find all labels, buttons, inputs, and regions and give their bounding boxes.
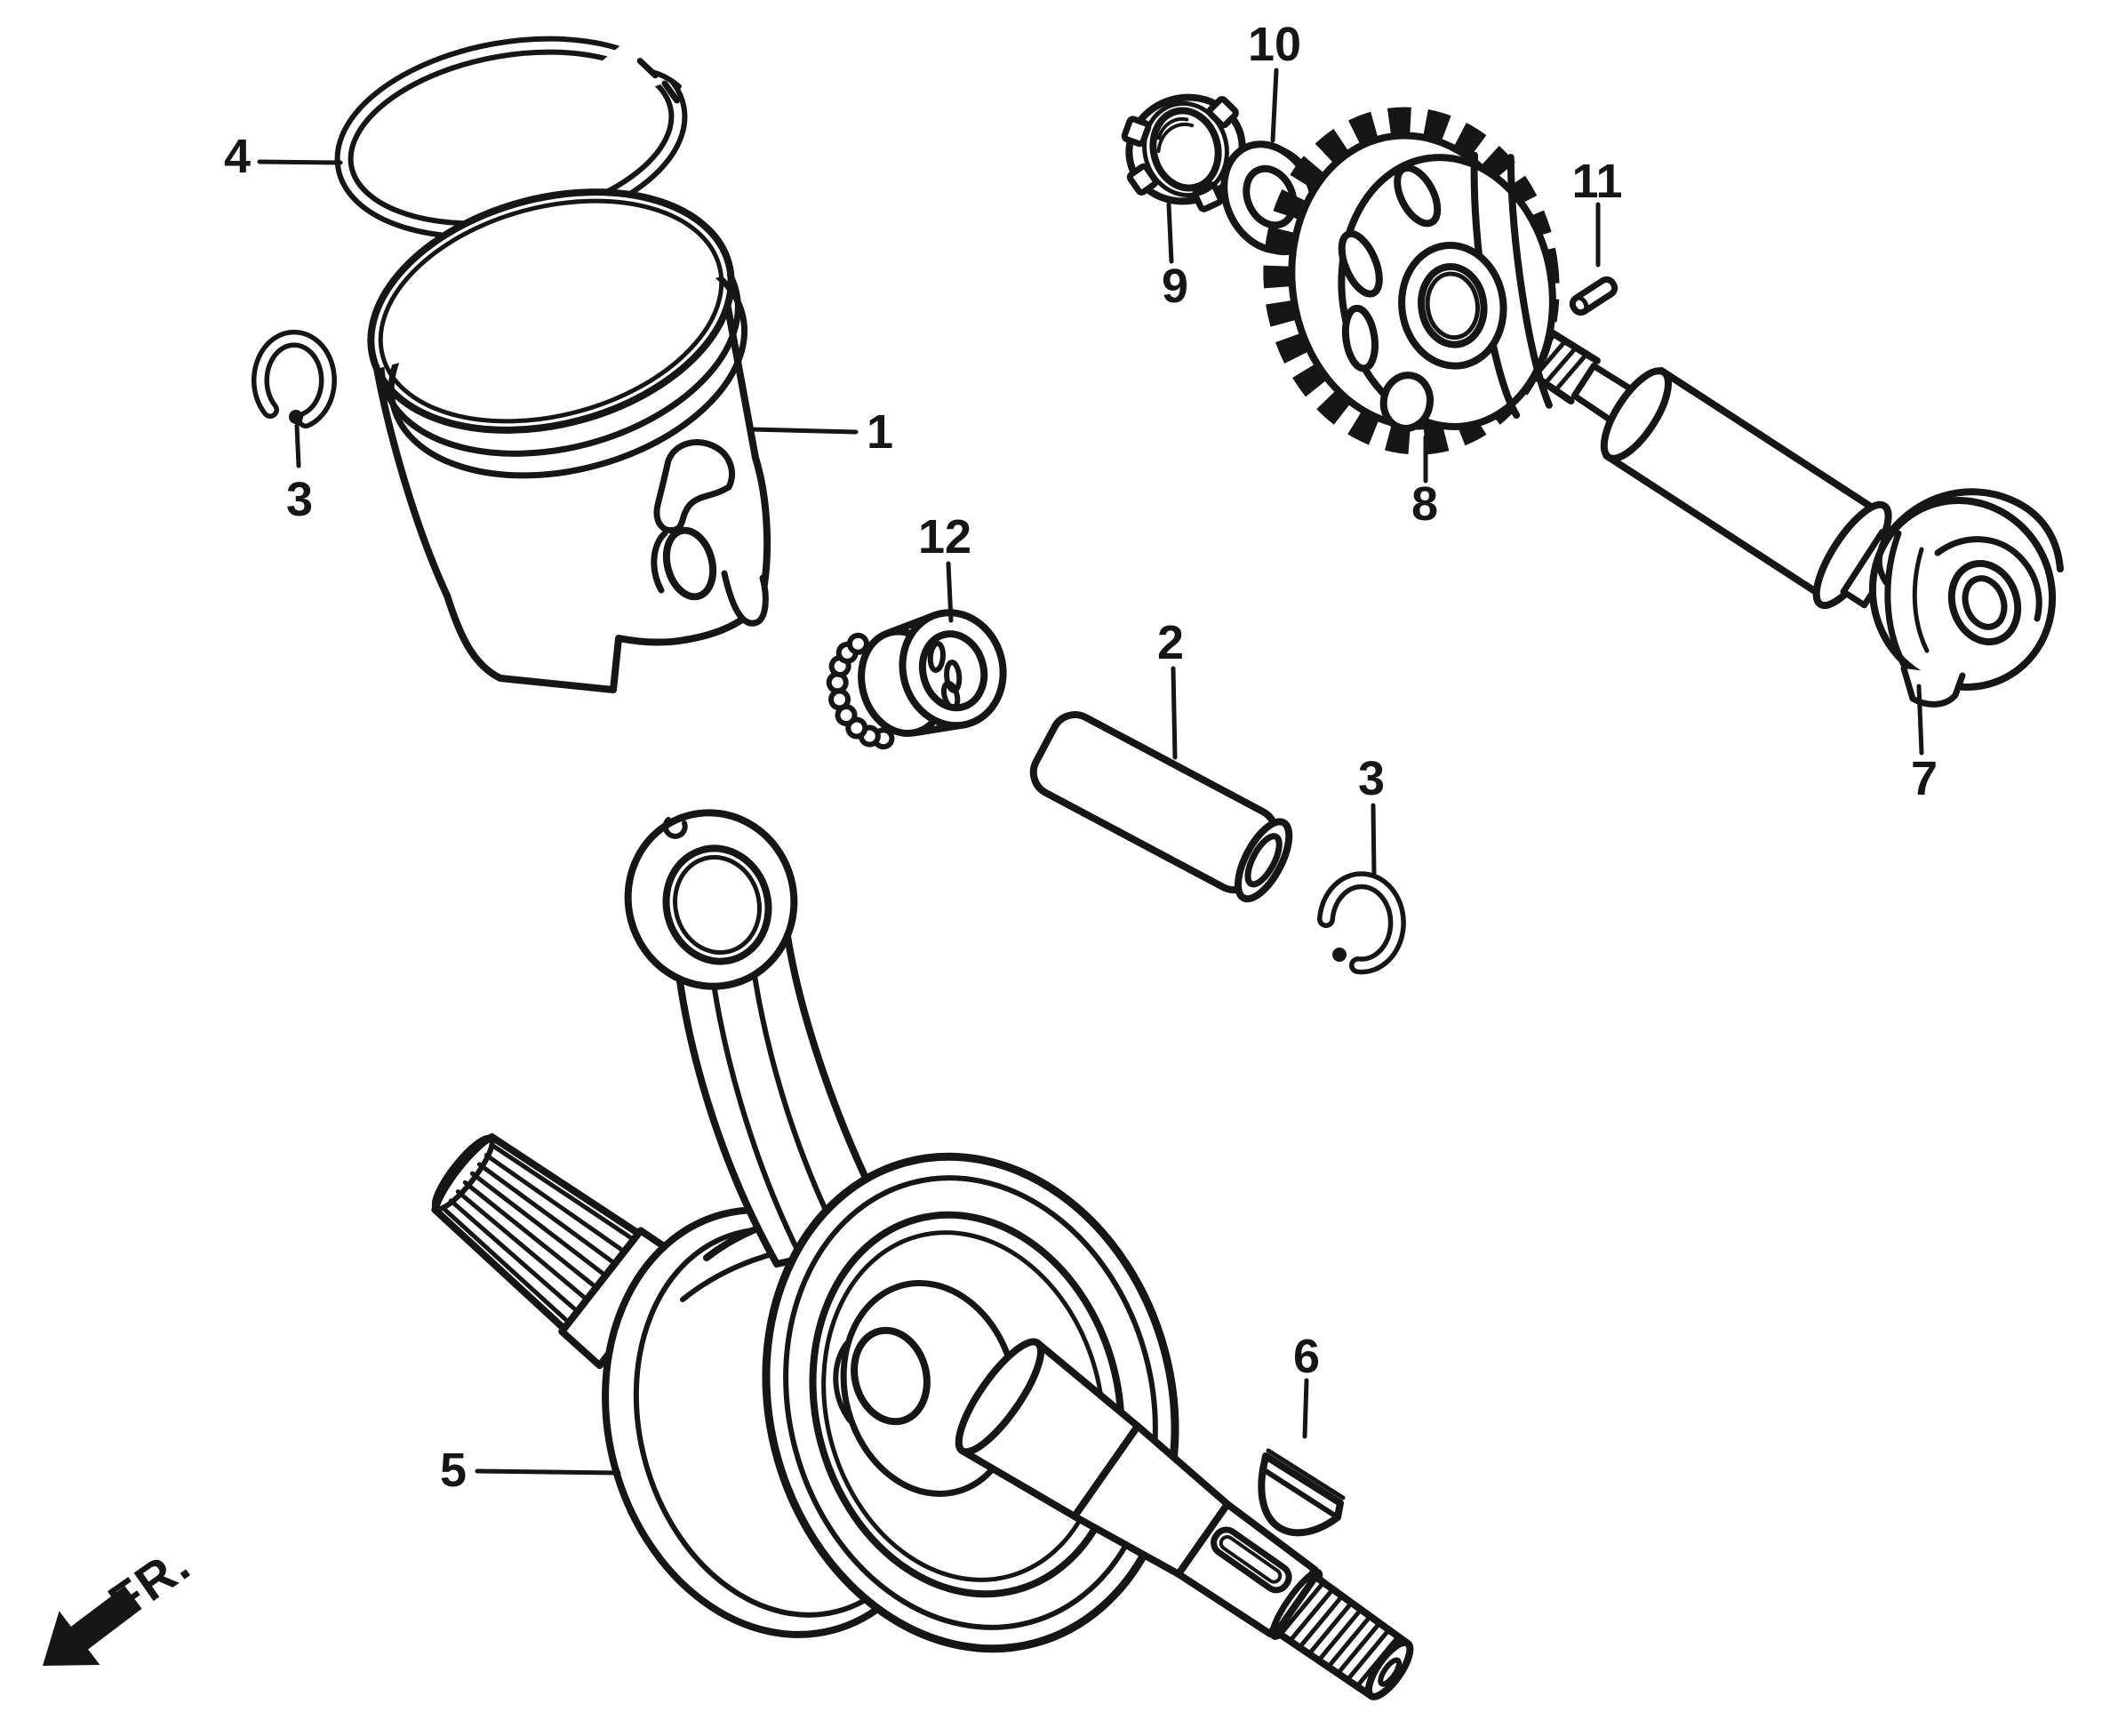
piston xyxy=(367,188,771,693)
needle-bearing xyxy=(826,609,1007,750)
front-direction-indicator: FR. xyxy=(43,1535,201,1666)
woodruff-key xyxy=(1258,1448,1346,1537)
callout-3-left: 3 xyxy=(286,423,313,526)
crank-tapered-shaft xyxy=(955,1338,1414,1700)
callout-label: 4 xyxy=(224,130,251,183)
callout-12: 12 xyxy=(918,510,971,623)
callout-label: 12 xyxy=(918,510,971,564)
leader-line xyxy=(1171,666,1178,760)
leader-line xyxy=(1166,202,1174,264)
piston-ring-grooves xyxy=(378,268,748,479)
callout-4: 4 xyxy=(224,130,343,183)
callout-label: 1 xyxy=(867,405,893,459)
callout-label: 8 xyxy=(1411,477,1438,531)
callout-label: 3 xyxy=(1358,752,1385,805)
leader-line xyxy=(748,427,859,435)
callout-label: 9 xyxy=(1162,260,1188,313)
callout-7: 7 xyxy=(1911,684,1938,805)
crank-splined-shaft xyxy=(431,1132,687,1370)
balancer-key xyxy=(1569,276,1618,316)
callout-9: 9 xyxy=(1162,202,1188,313)
piston-pin-hole xyxy=(662,526,717,601)
piston-window-cutout xyxy=(653,439,735,534)
balancer-shaft xyxy=(1498,313,2064,708)
piston-boss-tongue xyxy=(721,570,769,627)
circlip-right-tip xyxy=(1332,948,1347,962)
callout-label: 7 xyxy=(1911,752,1938,805)
leader-line xyxy=(1916,684,1924,756)
circlip-left xyxy=(252,329,337,428)
circlip-right xyxy=(1317,871,1406,975)
rod-oil-mark xyxy=(662,817,688,839)
leader-line xyxy=(1270,68,1279,143)
connecting-rod xyxy=(624,809,899,1268)
callout-label: 11 xyxy=(1571,155,1622,208)
balancer-weight xyxy=(1868,488,2064,708)
circlip-left-tip xyxy=(289,410,303,424)
crank-keyway-slot xyxy=(1211,1526,1292,1594)
callout-label: 10 xyxy=(1248,18,1301,71)
callout-10: 10 xyxy=(1248,18,1301,143)
callout-3-right: 3 xyxy=(1358,752,1385,877)
callout-2: 2 xyxy=(1157,616,1184,760)
leader-line xyxy=(1302,1378,1309,1439)
lock-nut xyxy=(1121,93,1246,212)
balancer-gear xyxy=(1263,107,1560,455)
crank-pin-hole xyxy=(851,1326,931,1426)
crankshaft xyxy=(431,809,1414,1700)
callout-5: 5 xyxy=(440,1444,621,1497)
leader-line xyxy=(946,561,954,623)
leader-line xyxy=(1371,803,1377,877)
leader-line xyxy=(475,1468,621,1476)
piston-pin xyxy=(1029,711,1293,903)
leader-line xyxy=(294,423,301,468)
pin-boss-crescent xyxy=(651,530,668,594)
callout-1: 1 xyxy=(748,405,893,459)
front-arrow-icon xyxy=(43,1586,142,1666)
callout-label: 6 xyxy=(1293,1330,1320,1383)
callout-label: 2 xyxy=(1157,616,1184,669)
callout-8: 8 xyxy=(1411,435,1438,531)
callout-label: 3 xyxy=(286,473,313,526)
balancer-gear-plate xyxy=(1338,151,1556,432)
callout-11: 11 xyxy=(1571,155,1623,268)
leader-line xyxy=(257,159,343,165)
callout-label: 5 xyxy=(440,1444,467,1497)
piston-crown xyxy=(367,188,748,479)
callout-6: 6 xyxy=(1293,1330,1320,1439)
